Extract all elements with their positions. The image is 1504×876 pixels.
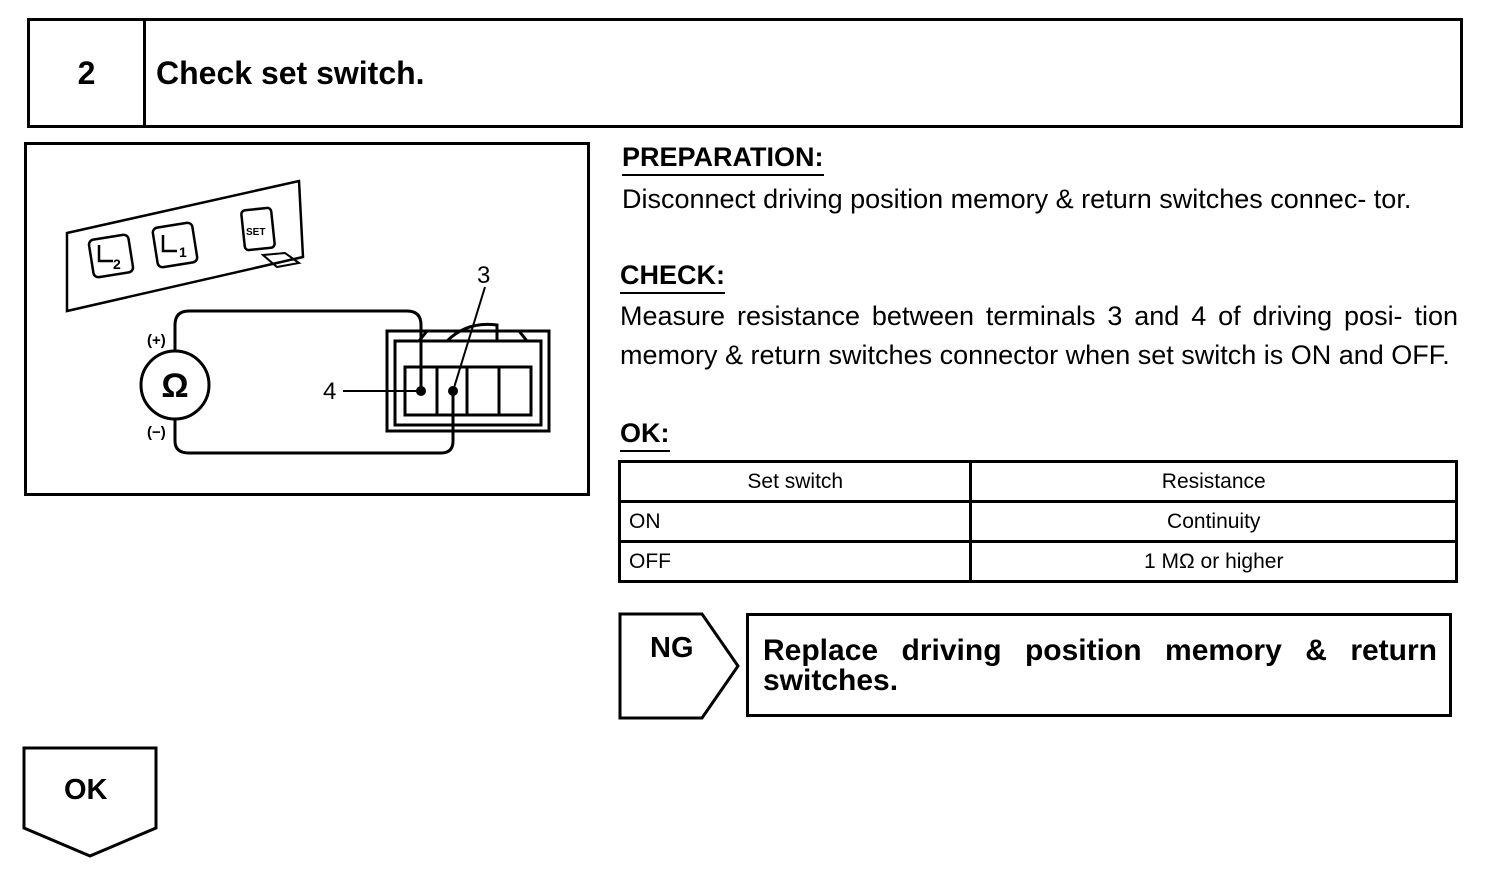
check-heading: CHECK: [620,260,725,294]
wiring-illustration: 2 1 SET Ω (+) (−) [24,142,590,496]
table-cell: 1 MΩ or higher [969,540,1458,583]
preparation-text: Disconnect driving position memory & ret… [622,184,1412,214]
table-row: OFF 1 MΩ or higher [617,540,1458,583]
ok-heading: OK: [620,418,670,452]
resistance-table: Set switch Resistance ON Continuity OFF … [617,460,1458,583]
step-header: 2 Check set switch. [27,18,1463,128]
switch-panel [65,179,305,313]
step-number: 2 [30,21,146,125]
ok-arrow-icon [22,746,158,858]
table-cell: OFF [617,540,973,583]
table-header-set-switch: Set switch [617,460,973,503]
table-cell: Continuity [969,500,1458,543]
minus-terminal-label: (−) [147,424,166,441]
table-cell: ON [617,500,973,543]
ohm-symbol: Ω [161,367,188,405]
check-text: Measure resistance between terminals 3 a… [620,301,1458,370]
ng-label: NG [650,632,694,664]
ok-next-label: OK [64,774,108,806]
terminal-4-label: 4 [323,378,336,405]
set-button-icon: SET [240,206,302,269]
table-row: ON Continuity [617,500,1458,543]
preparation-heading: PREPARATION: [622,142,824,176]
ng-action-box: Replace driving position memory & return… [746,613,1452,717]
memory-2-button-icon: 2 [87,233,135,279]
ng-arrow-icon [618,612,740,720]
memory-1-button-icon: 1 [151,221,199,269]
terminal-3-label: 3 [477,262,490,289]
memory-2-label: 2 [113,256,121,272]
table-header-row: Set switch Resistance [617,460,1458,503]
plus-terminal-label: (+) [147,332,166,349]
step-title: Check set switch. [156,54,425,91]
connector-icon [385,322,551,433]
memory-1-label: 1 [179,244,187,260]
table-header-resistance: Resistance [969,460,1458,503]
set-button-label: SET [246,227,265,238]
